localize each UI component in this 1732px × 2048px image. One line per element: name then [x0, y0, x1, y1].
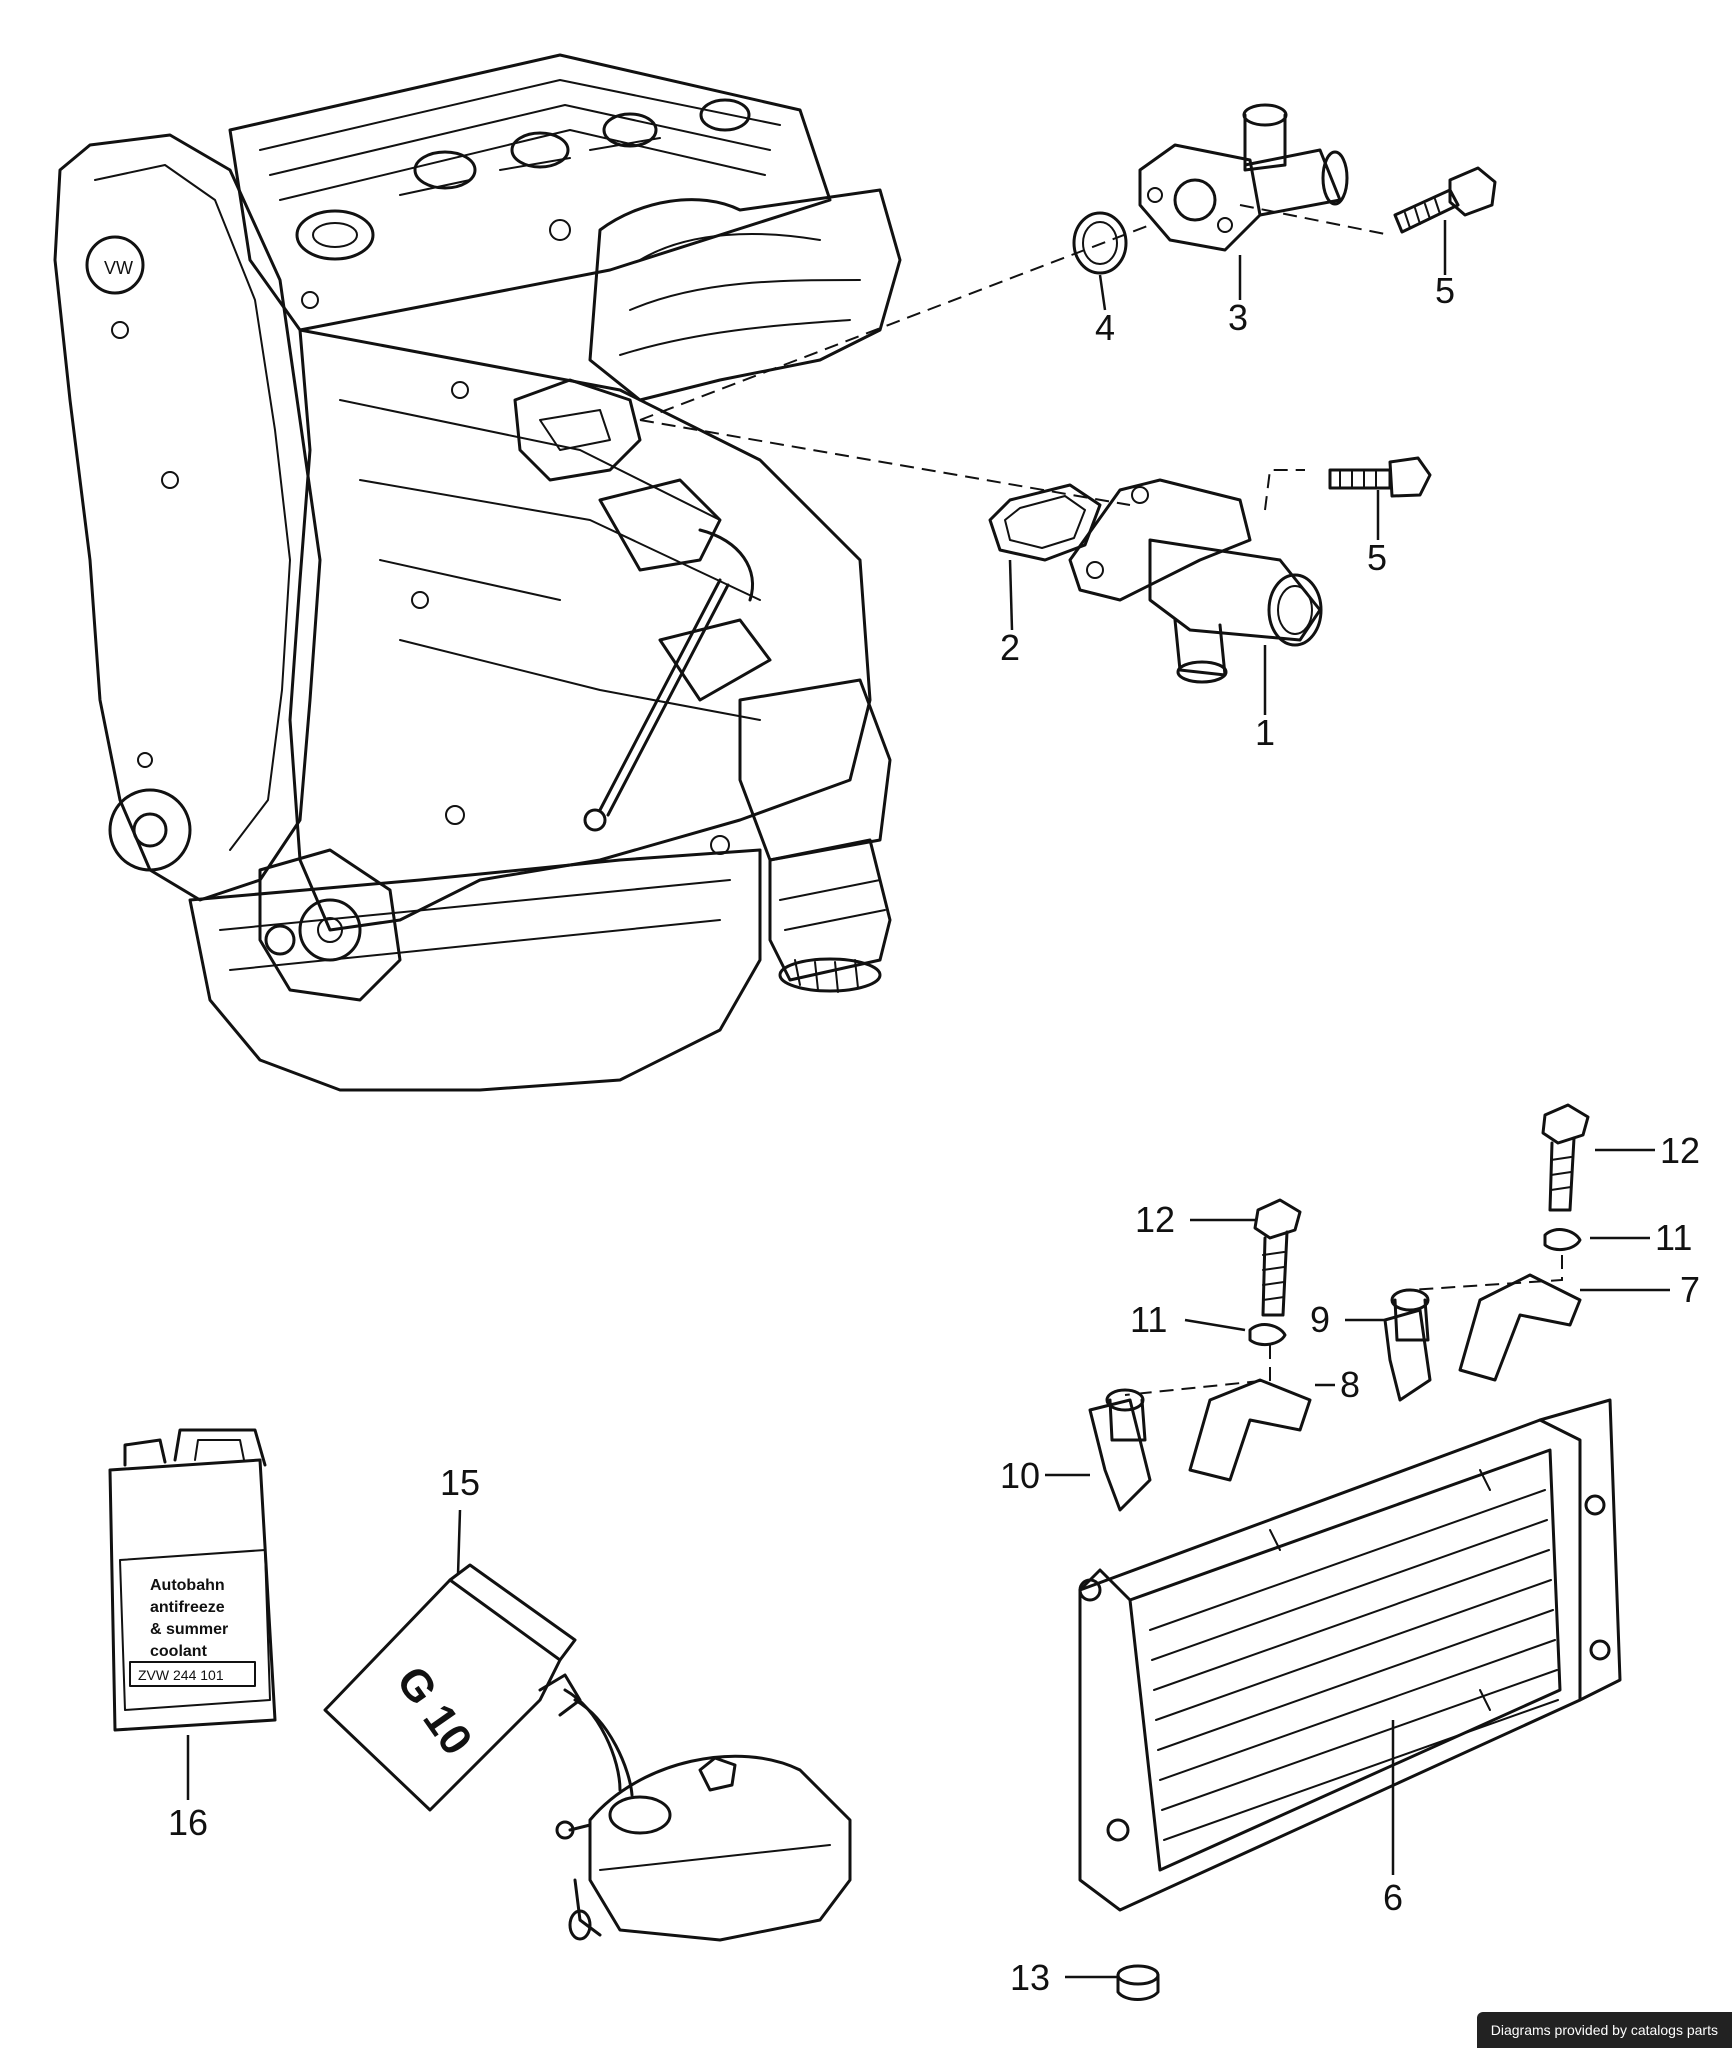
bolt-part-5-upper-drawing	[1393, 166, 1497, 234]
part-label-1: 1	[1255, 712, 1275, 753]
part-label-15: 15	[440, 1462, 480, 1503]
jug-label: Autobahn antifreeze & summer coolant ZVW…	[129, 1577, 256, 1687]
part-label-11-right: 11	[1655, 1217, 1692, 1258]
part-label-7: 7	[1680, 1269, 1700, 1310]
part-label-6: 6	[1383, 1877, 1403, 1918]
part-label-11-left: 11	[1130, 1299, 1167, 1340]
jug-part-number: ZVW 244 101	[138, 1667, 224, 1683]
part-label-16: 16	[168, 1802, 208, 1843]
diagram-credit-badge: Diagrams provided by catalogs parts	[1476, 2012, 1732, 2048]
leader-lines	[186, 220, 1670, 1979]
radiator-mounts-drawing	[1088, 1103, 1590, 1512]
part-label-8: 8	[1340, 1364, 1360, 1405]
coolant-pipe-part-1-drawing	[1068, 478, 1323, 684]
part-label-13: 13	[1010, 1957, 1050, 1998]
part-label-3: 3	[1228, 297, 1248, 338]
part-label-4: 4	[1095, 307, 1115, 348]
part-label-12-right: 12	[1660, 1130, 1700, 1171]
bolt-part-5-lower-drawing	[1328, 456, 1432, 498]
svg-text:VW: VW	[104, 258, 133, 278]
jug-text-line-3: & summer	[150, 1621, 228, 1638]
jug-text-line-1: Autobahn	[150, 1577, 225, 1594]
expansion-tank-part-15-drawing	[323, 1563, 852, 1942]
part-label-10: 10	[1000, 1455, 1040, 1496]
part-label-9: 9	[1310, 1299, 1330, 1340]
part-label-12-left: 12	[1135, 1199, 1175, 1240]
engine-assembly-drawing: VW	[53, 53, 902, 1092]
part-label-2: 2	[1000, 627, 1020, 668]
tank-label: G 10	[387, 1658, 482, 1764]
gasket-part-2-drawing	[988, 483, 1102, 562]
o-ring-part-4-drawing	[1072, 211, 1128, 275]
part-label-5-lower: 5	[1367, 537, 1387, 578]
engine-connection-lines	[639, 204, 1391, 511]
jug-text-line-2: antifreeze	[150, 1599, 225, 1616]
coolant-jug-part-16-drawing	[108, 1428, 277, 1732]
part-label-5-upper: 5	[1435, 270, 1455, 311]
radiator-part-6-drawing	[1078, 1398, 1622, 1912]
part-labels: 4 3 5 5 2 1 12 12 11 11 7 9 8 10 15 16 6…	[168, 270, 1700, 1998]
coolant-flange-part-3-drawing	[1138, 103, 1349, 252]
grommet-part-13-drawing	[1116, 1964, 1160, 2001]
jug-text-line-4: coolant	[150, 1643, 208, 1660]
